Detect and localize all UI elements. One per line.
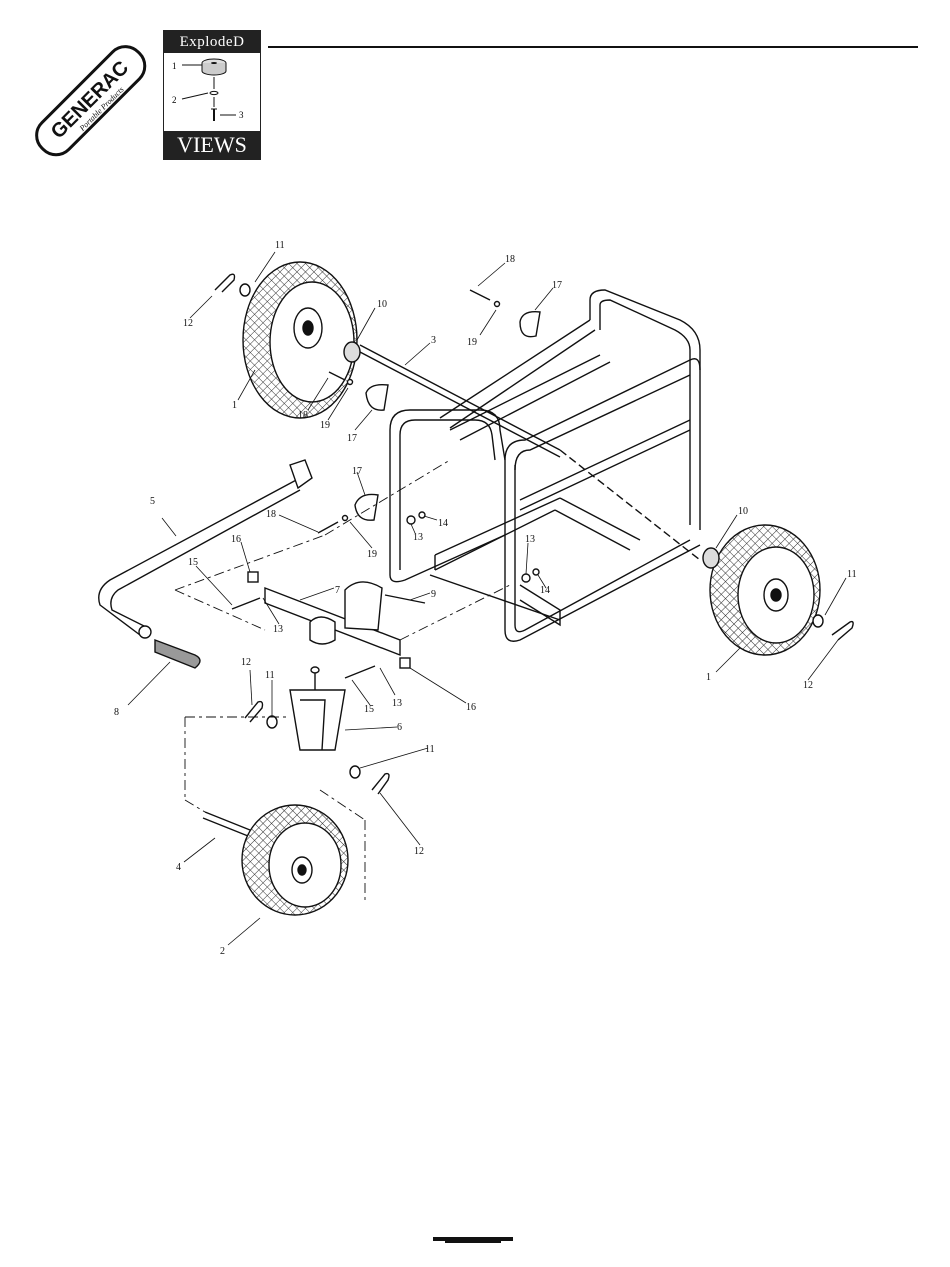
generac-logo: GENERAC Portable Products <box>20 30 160 170</box>
callout-17: 17 <box>352 466 362 477</box>
callout-1: 1 <box>706 672 711 683</box>
badge-callout-1: 1 <box>172 61 177 71</box>
callout-4: 4 <box>176 862 181 873</box>
handle <box>99 460 312 638</box>
callout-9: 9 <box>431 589 436 600</box>
tow-bar <box>265 582 400 655</box>
exploded-views-badge: ExplodeD 1 2 3 VIEWS <box>163 30 261 160</box>
callout-15: 15 <box>364 704 374 715</box>
callout-11: 11 <box>275 240 285 251</box>
callout-5: 5 <box>150 496 155 507</box>
wheel-right-rear <box>710 525 820 655</box>
callout-2: 2 <box>220 946 225 957</box>
callout-3: 3 <box>431 335 436 346</box>
footer-rule-underline <box>445 1241 501 1243</box>
callout-10: 10 <box>377 299 387 310</box>
callout-12: 12 <box>803 680 813 691</box>
callout-13: 13 <box>392 698 402 709</box>
callout-13: 13 <box>525 534 535 545</box>
callout-13: 13 <box>413 532 423 543</box>
callout-19: 19 <box>467 337 477 348</box>
callout-17: 17 <box>347 433 357 444</box>
callout-14: 14 <box>438 518 448 529</box>
callout-12: 12 <box>241 657 251 668</box>
callout-11: 11 <box>265 670 275 681</box>
callout-19: 19 <box>320 420 330 431</box>
callout-8: 8 <box>114 707 119 718</box>
wheel-left-rear <box>243 262 357 418</box>
exploded-view-diagram: 11 12 1 10 3 18 17 19 18 19 17 17 18 19 … <box>60 220 900 980</box>
callout-7: 7 <box>335 585 340 596</box>
callout-18: 18 <box>298 410 308 421</box>
callout-15: 15 <box>188 557 198 568</box>
callout-18: 18 <box>266 509 276 520</box>
callout-16: 16 <box>466 702 476 713</box>
callout-19: 19 <box>367 549 377 560</box>
callout-12: 12 <box>183 318 193 329</box>
badge-illustration: 1 2 3 <box>164 53 260 131</box>
badge-top-label: ExplodeD <box>164 31 260 53</box>
header-rule <box>268 46 918 48</box>
callout-13: 13 <box>273 624 283 635</box>
badge-callout-2: 2 <box>172 95 177 105</box>
callout-17: 17 <box>552 280 562 291</box>
callout-12: 12 <box>414 846 424 857</box>
callout-11: 11 <box>425 744 435 755</box>
callout-10: 10 <box>738 506 748 517</box>
callout-11: 11 <box>847 569 857 580</box>
wheel-front <box>242 805 348 915</box>
callout-18: 18 <box>505 254 515 265</box>
callout-16: 16 <box>231 534 241 545</box>
callout-14: 14 <box>540 585 550 596</box>
badge-bottom-label: VIEWS <box>164 131 260 159</box>
callout-1: 1 <box>232 400 237 411</box>
badge-callout-3: 3 <box>239 110 244 120</box>
callout-6: 6 <box>397 722 402 733</box>
